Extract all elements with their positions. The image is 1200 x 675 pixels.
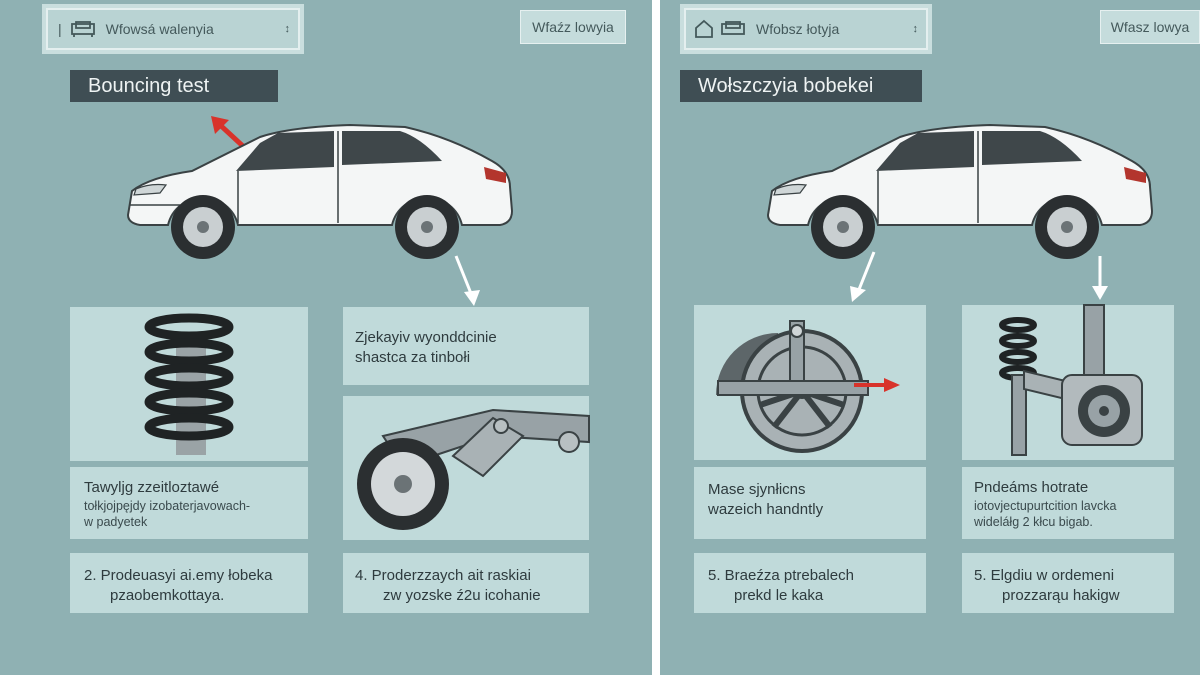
pendems-sub-2: wideláłg 2 kłcu bigab. — [974, 515, 1093, 529]
mass-text-card: Mase sjynłicns wazeich handntly — [694, 467, 926, 539]
pendems-title: Pndeáms hotrate — [974, 479, 1089, 496]
sofa-icon — [721, 21, 745, 35]
step-4-line-2: zw yozske ź2u icohanie — [383, 587, 541, 604]
step-2-line-2: pzaobemkottaya. — [110, 587, 225, 604]
pendems-sub-1: iotovjectupurtcition lavcka — [974, 499, 1117, 513]
dropdown-label: Wfowsá walenyia — [105, 21, 214, 37]
sofa-icon — [70, 21, 95, 37]
step-card-4: 4. Proderzzaych ait raskiai zw yozske ź2… — [343, 553, 589, 613]
shock-absorber-illustration — [999, 304, 1143, 456]
brake-illustration-card — [694, 305, 926, 460]
spring-sub-1: tołkjojpęjdy izobaterjavowach- — [84, 499, 251, 513]
step-5a-line-1: 5. Braeźza ptrebalech — [708, 567, 854, 584]
header-button-left[interactable]: Wfaźz lowyia — [520, 10, 626, 44]
vehicle-dropdown-right[interactable]: Wfobsz łotyja ↕ — [684, 8, 928, 50]
spring-text-card: Tawyljg zzeitloztawé tołkjojpęjdy izobat… — [70, 467, 308, 539]
dropdown-label: Wfobsz łotyja — [756, 21, 840, 37]
chevron-down-icon: ↕ — [284, 23, 291, 35]
coil-spring-illustration — [144, 313, 234, 455]
shock-illustration-card — [962, 304, 1174, 460]
suspension-illustration-card — [343, 396, 590, 540]
spring-title: Tawyljg zzeitloztawé — [84, 479, 220, 496]
pendems-text-card: Pndeáms hotrate iotovjectupurtcition lav… — [962, 467, 1174, 539]
header-button-right[interactable]: Wfasz lowya — [1100, 10, 1200, 44]
section-title-right: Wołszczyia bobekei — [680, 70, 922, 102]
step-card-5a: 5. Braeźza ptrebalech prekd le kaka — [694, 553, 926, 613]
brake-disc-illustration — [716, 320, 869, 453]
info-card-top-right: Zjekayiv wyonddcinie shastca za tinbołi — [343, 307, 589, 385]
red-arrow-icon — [211, 116, 247, 150]
info-line-1: Zjekayiv wyonddcinie — [355, 329, 497, 346]
mass-line-2: wazeich handntly — [708, 501, 824, 518]
step-card-5b: 5. Elgdiu w ordemeni prozzarąu hakigw — [962, 553, 1174, 613]
menu-handle-icon: | — [58, 21, 62, 37]
step-5b-line-2: prozzarąu hakigw — [1002, 587, 1120, 604]
step-2-line-1: 2. Prodeuasyi ai.emy łobeka — [84, 567, 273, 584]
panel-divider — [652, 0, 660, 675]
down-arrow-icon — [850, 251, 876, 302]
spring-sub-2: w padyetek — [84, 515, 148, 529]
step-5a-line-2: prekd le kaka — [734, 587, 824, 604]
step-card-2: 2. Prodeuasyi ai.emy łobeka pzaobemkotta… — [70, 553, 308, 613]
vehicle-dropdown-left[interactable]: | Wfowsá walenyia ↕ — [46, 8, 300, 50]
car-illustration — [126, 123, 514, 259]
spring-illustration-card — [70, 307, 308, 461]
down-arrow-icon — [454, 255, 480, 306]
mass-line-1: Mase sjynłicns — [708, 481, 806, 498]
house-icon — [695, 19, 713, 38]
red-arrow-icon — [854, 378, 900, 392]
right-panel: Wfobsz łotyja ↕ Wfasz lowya Wołszczyia b… — [660, 0, 1200, 675]
down-arrow-icon — [1092, 256, 1108, 300]
left-panel: | Wfowsá walenyia ↕ Wfaźz lowyia Bouncin… — [0, 0, 652, 675]
step-4-line-1: 4. Proderzzaych ait raskiai — [355, 567, 531, 584]
car-illustration — [766, 123, 1154, 259]
step-5b-line-1: 5. Elgdiu w ordemeni — [974, 567, 1115, 584]
suspension-arm-illustration — [357, 408, 590, 530]
section-title-left: Bouncing test — [70, 70, 278, 102]
chevron-down-icon: ↕ — [912, 23, 919, 35]
info-line-2: shastca za tinbołi — [355, 349, 471, 366]
